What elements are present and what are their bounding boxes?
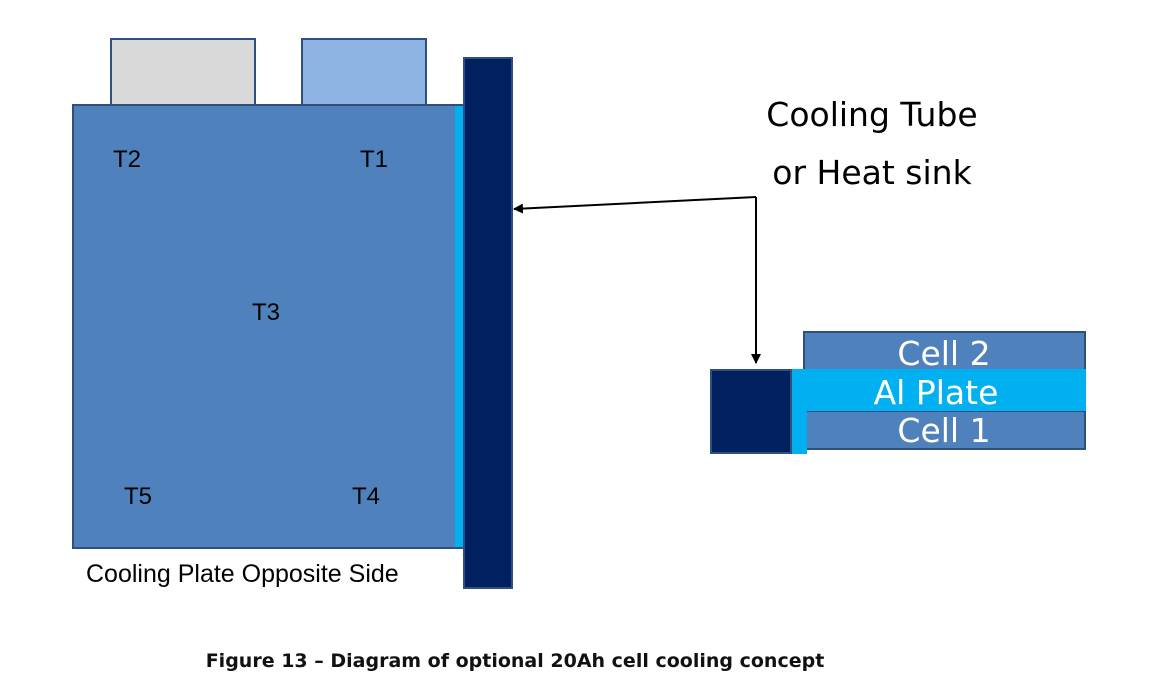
stack-cell-2-label: Cell 2 <box>897 334 990 373</box>
cooling-tube <box>463 57 513 589</box>
stack-heat-sink <box>710 369 792 454</box>
cooling-tube-label-line2: or Heat sink <box>772 153 972 192</box>
sensor-label-t3: T3 <box>252 299 280 326</box>
sensor-label-t4: T4 <box>352 483 380 510</box>
stack-cell-1-label: Cell 1 <box>897 411 990 450</box>
stack-al-plate <box>791 369 1086 411</box>
stack-al-plate-label: Al Plate <box>874 373 999 412</box>
cooling-tube-label-line1: Cooling Tube <box>766 95 977 134</box>
cell-body <box>72 104 465 549</box>
stack-cell-2 <box>803 331 1086 371</box>
arrow-to-cooling-tube <box>513 196 757 214</box>
stack-al-plate-tab <box>791 369 807 454</box>
al-plate-strip <box>455 106 463 547</box>
figure-caption: Figure 13 – Diagram of optional 20Ah cel… <box>205 650 825 672</box>
sensor-label-t2: T2 <box>113 146 141 173</box>
terminal-left <box>110 38 256 106</box>
terminal-right <box>301 38 427 106</box>
sensor-label-t5: T5 <box>124 483 152 510</box>
sensor-label-t1: T1 <box>360 146 388 173</box>
cooling-plate-label: Cooling Plate Opposite Side <box>86 560 399 588</box>
